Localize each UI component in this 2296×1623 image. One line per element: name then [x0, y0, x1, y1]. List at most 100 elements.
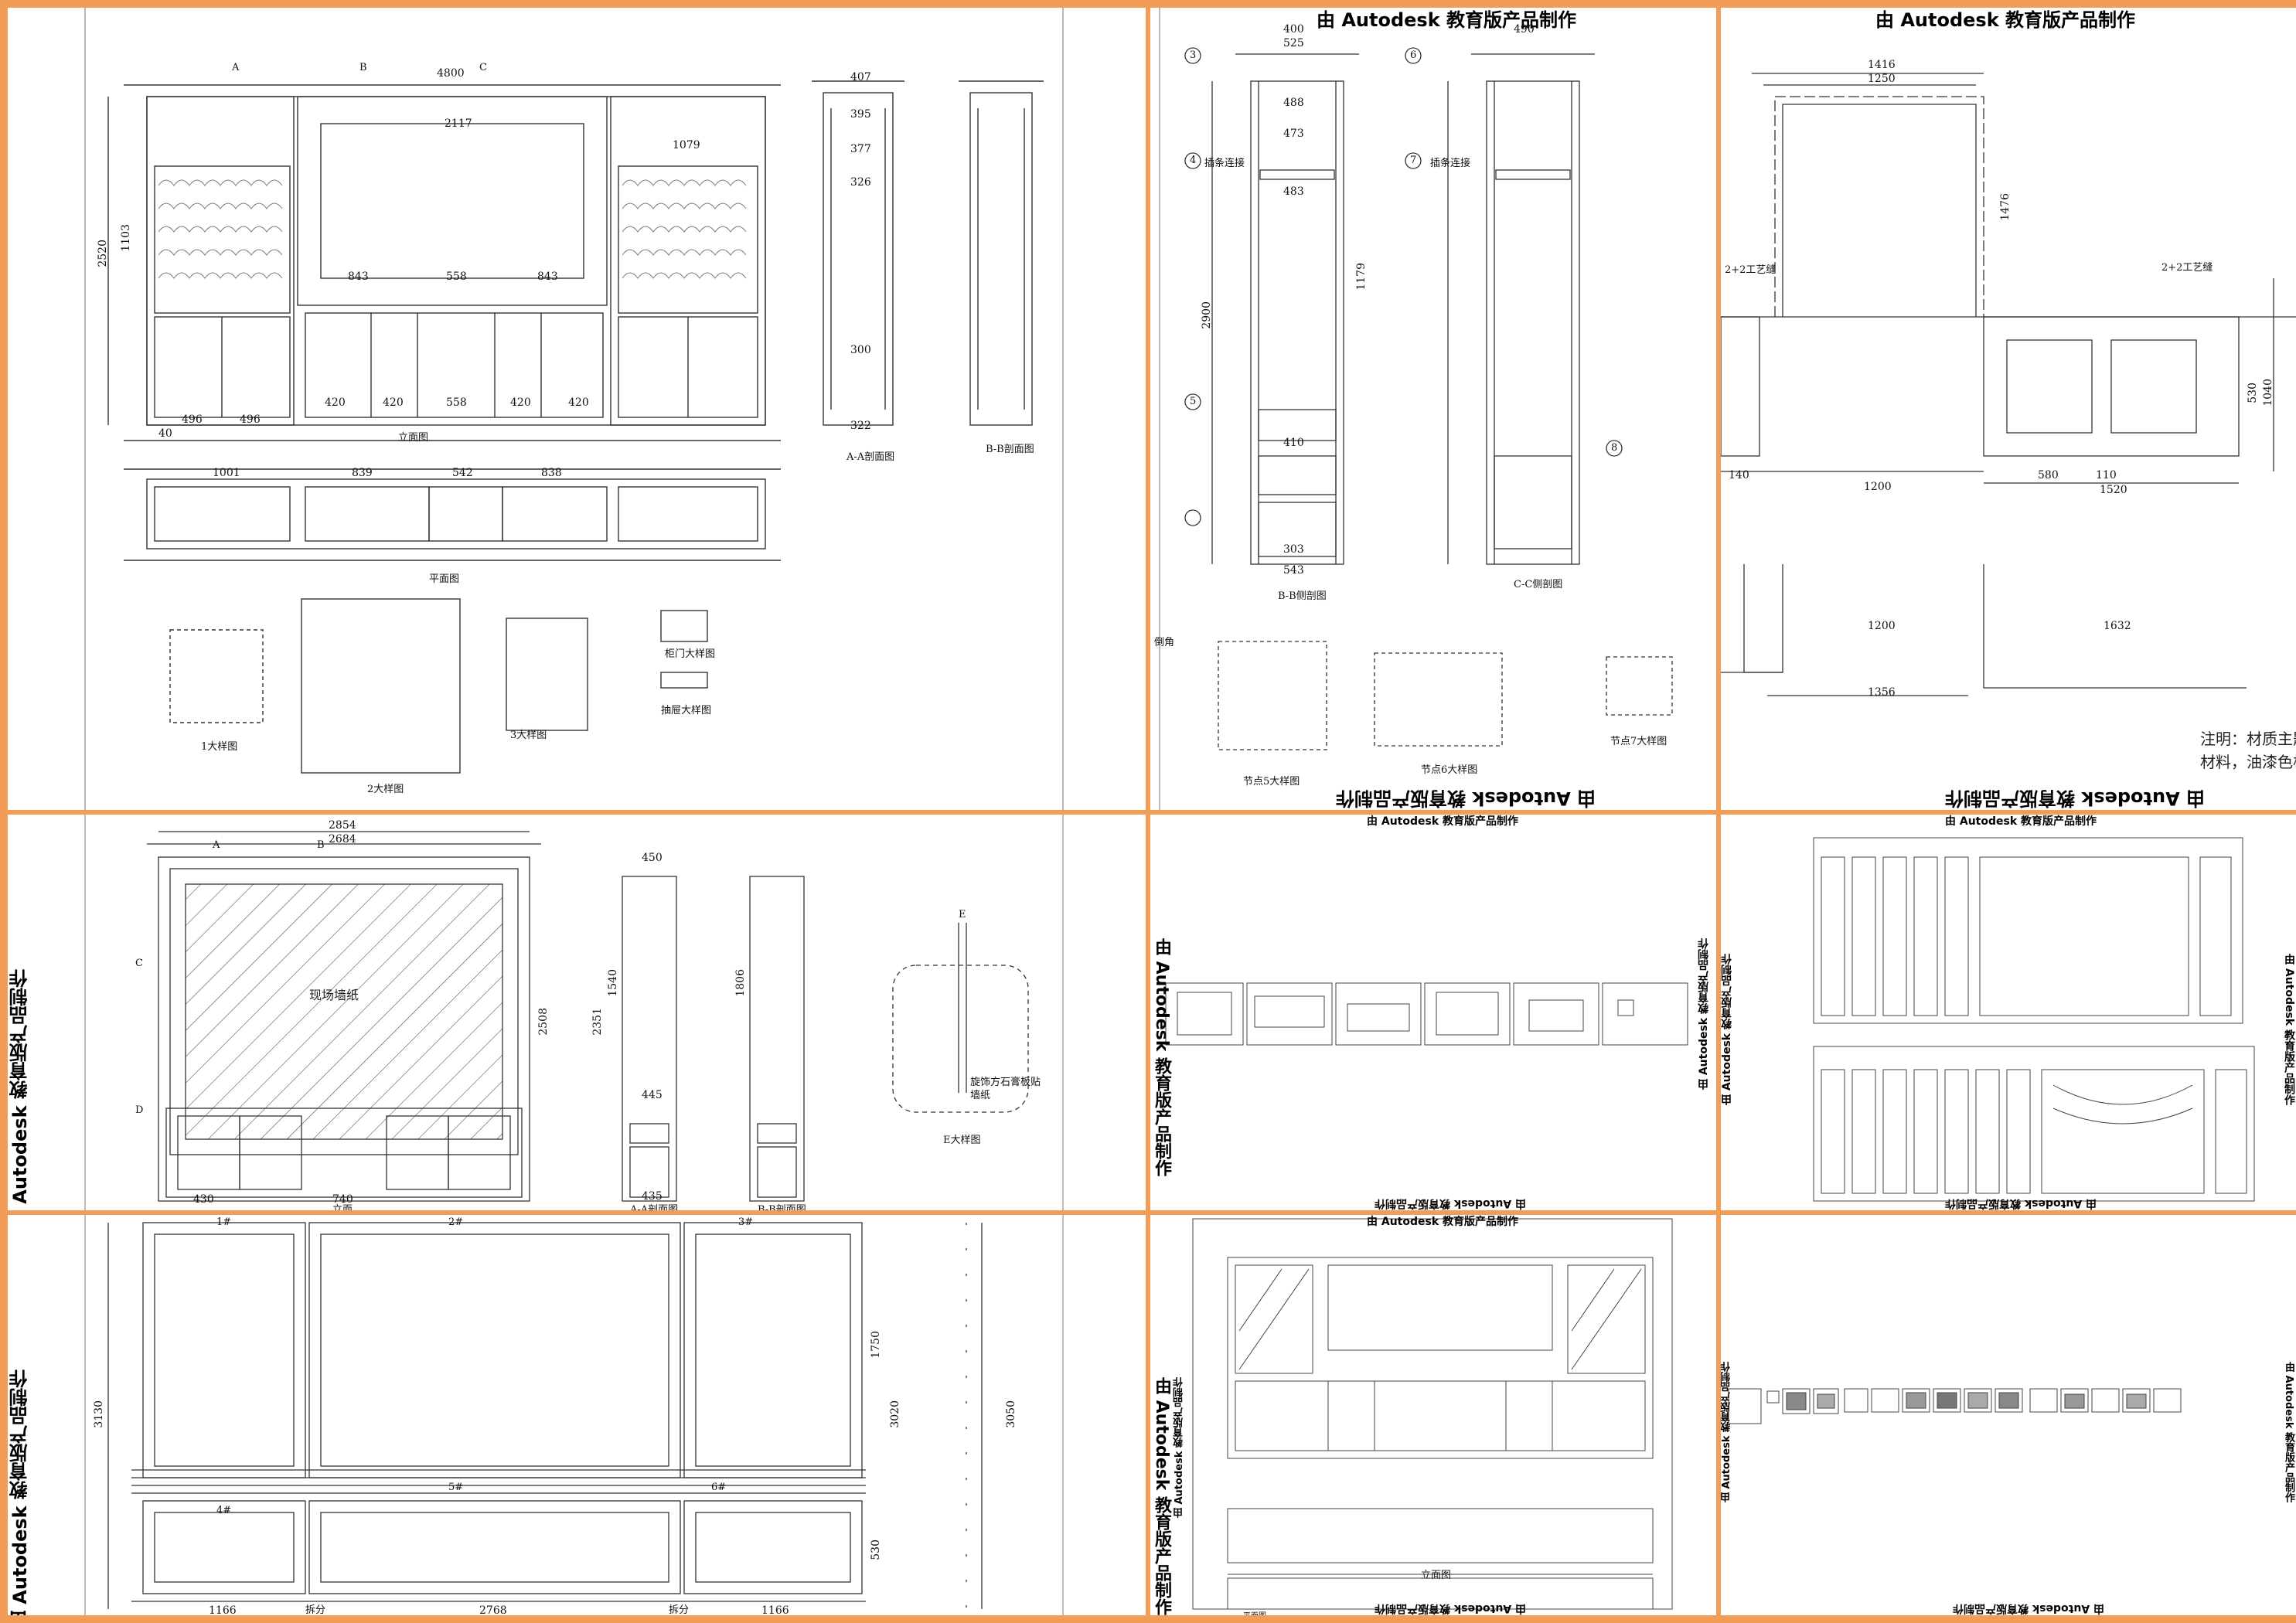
dim-plan-1001: 1001	[213, 467, 240, 479]
dim-1356: 1356	[1868, 686, 1896, 699]
drawing-panel-wall	[84, 1215, 1064, 1615]
dim-3130: 3130	[93, 1400, 105, 1428]
dim-450: 450	[642, 852, 663, 864]
dim-1166-b: 1166	[761, 1604, 789, 1615]
panel-marker-6: 6#	[711, 1482, 727, 1493]
dim-430: 430	[193, 1193, 214, 1206]
dim-140: 140	[1729, 469, 1749, 481]
label-section-aa: A-A剖面图	[630, 1204, 679, 1210]
watermark-top: 由 Autodesk 教育版产品制作	[1317, 9, 1577, 31]
dim-2854: 2854	[329, 819, 356, 832]
label-fillet: 倒角	[1154, 637, 1175, 648]
label-craft-seam-2: 2+2工艺缝	[2161, 262, 2213, 274]
dim-410: 410	[1283, 437, 1304, 449]
dim-740: 740	[332, 1193, 353, 1206]
sheet-thumbnail-row: 由 Autodesk 教育版产品制作 由 Autodesk 教育版产品制作 由 …	[1150, 815, 1716, 1210]
drawing-wall-elevation	[1721, 73, 2296, 696]
marker-b: B	[359, 62, 367, 73]
dim-525: 525	[1283, 37, 1304, 49]
marker-b: B	[317, 839, 325, 851]
label-stone-1: 旋饰方石膏板贴	[970, 1077, 1041, 1088]
label-section-bb: B-B剖面图	[986, 444, 1034, 455]
marker-4: 4	[1190, 155, 1197, 166]
dim-530: 530	[870, 1540, 882, 1560]
dim-843-b: 843	[537, 270, 558, 283]
watermark-left: 由 Autodesk 教育版产品制作	[1152, 938, 1171, 1177]
sheet-thumbnail-strip: 由 Autodesk 教育版产品制作 由 Autodesk 教育版产品制作 由 …	[1721, 1215, 2296, 1615]
dim-420-c: 420	[510, 396, 531, 409]
marker-3: 3	[1190, 49, 1197, 61]
watermark-right: 由 Autodesk 教育版产品制作	[1698, 938, 1710, 1091]
dim-496-b: 496	[240, 413, 261, 426]
sheet-tv-wall: 由 Autodesk 教育版产品制作 2854 2684 450 430 740…	[8, 815, 1146, 1210]
dim-1200: 1200	[1864, 481, 1892, 493]
drawing-side-sections	[1159, 8, 1673, 810]
drawing-cabinet-elevation	[84, 8, 1064, 810]
watermark-bottom: 由 Autodesk 教育版产品制作	[1336, 788, 1596, 809]
dim-400: 400	[1283, 23, 1304, 36]
label-connector-1: 插条连接	[1204, 158, 1245, 169]
dim-110: 110	[2096, 469, 2117, 481]
dim-490: 490	[1514, 23, 1535, 36]
dim-1040: 1040	[2262, 379, 2274, 407]
marker-c: C	[135, 958, 143, 969]
dim-1476: 1476	[1999, 193, 2012, 221]
panel-marker-1: 1#	[216, 1216, 232, 1228]
dim-plan-839: 839	[352, 467, 373, 479]
dim-1750: 1750	[870, 1331, 882, 1359]
dim-1806: 1806	[734, 969, 747, 997]
dim-488: 488	[1283, 97, 1304, 109]
panel-marker-2: 2#	[448, 1216, 464, 1228]
dim-1540: 1540	[607, 969, 619, 997]
dim-543: 543	[1283, 564, 1304, 577]
sheet-wardrobe-elevations: 由 Autodesk 教育版产品制作 由 Autodesk 教育版产品制作 由 …	[1721, 815, 2296, 1210]
sheet-panel-wall: 由 Autodesk 教育版产品制作 1166 2768 1166 3130 1…	[8, 1215, 1146, 1615]
dim-1250: 1250	[1868, 73, 1896, 85]
label-elevation: 立面图	[398, 432, 429, 444]
dim-420-a: 420	[325, 396, 346, 409]
label-elevation: 立面	[332, 1204, 353, 1210]
label-section-bb: B-B侧剖图	[1278, 590, 1327, 602]
label-connector-2: 插条连接	[1430, 158, 1471, 169]
dim-2684: 2684	[329, 833, 356, 846]
panel-marker-5: 5#	[448, 1482, 464, 1493]
dim-445: 445	[642, 1089, 663, 1101]
label-section-aa: A-A剖面图	[847, 451, 895, 463]
watermark-side: 由 Autodesk 教育版产品制作	[9, 969, 31, 1210]
watermark-top: 由 Autodesk 教育版产品制作	[1875, 9, 2136, 31]
dim-1200-lower: 1200	[1868, 620, 1896, 632]
label-craft-seam-1: 2+2工艺缝	[1725, 264, 1777, 276]
dim-1416: 1416	[1868, 59, 1896, 71]
label-drawer-detail: 抽屉大样图	[661, 705, 712, 716]
label-split-1: 拆分	[305, 1604, 326, 1615]
marker-e: E	[959, 909, 966, 920]
dim-843-a: 843	[348, 270, 369, 283]
watermark-side: 由 Autodesk 教育版产品制作	[9, 1370, 31, 1615]
marker-d: D	[135, 1104, 144, 1116]
panel-marker-4: 4#	[216, 1505, 232, 1516]
watermark-bottom: 由 Autodesk 教育版产品制作	[1945, 788, 2206, 809]
label-node-7: 节点7大样图	[1610, 736, 1667, 747]
panel-marker-3: 3#	[738, 1216, 754, 1228]
marker-8: 8	[1611, 442, 1618, 454]
label-section-cc: C-C侧剖图	[1514, 579, 1563, 590]
dim-2900: 2900	[1201, 301, 1213, 329]
dim-aa-326: 326	[850, 176, 871, 189]
drawing-cabinet-overview	[1192, 1218, 1673, 1610]
note-line-1: 注明：材质主题	[2200, 730, 2296, 748]
dim-aa-322: 322	[850, 420, 871, 432]
label-stone-2: 墙纸	[970, 1090, 991, 1101]
dim-aa-377: 377	[850, 143, 871, 155]
dim-3020: 3020	[889, 1400, 901, 1428]
dim-1179: 1179	[1355, 263, 1368, 291]
marker-5: 5	[1190, 396, 1197, 407]
sheet-cabinet-overview: 由 Autodesk 教育版产品制作 由 Autodesk 教育版产品制作 由 …	[1150, 1215, 1716, 1615]
watermark-bottom: 由 Autodesk 教育版产品制作	[1945, 1197, 2097, 1210]
dim-2768: 2768	[479, 1604, 507, 1615]
watermark-bottom: 由 Autodesk 教育版产品制作	[1375, 1602, 1527, 1614]
dim-558-b: 558	[446, 396, 467, 409]
watermark-right: 由 Autodesk 教育版产品制作	[2283, 954, 2295, 1106]
dim-height-1103: 1103	[120, 224, 132, 252]
dim-aa-407: 407	[850, 71, 871, 83]
watermark-bottom: 由 Autodesk 教育版产品制作	[1953, 1602, 2105, 1614]
